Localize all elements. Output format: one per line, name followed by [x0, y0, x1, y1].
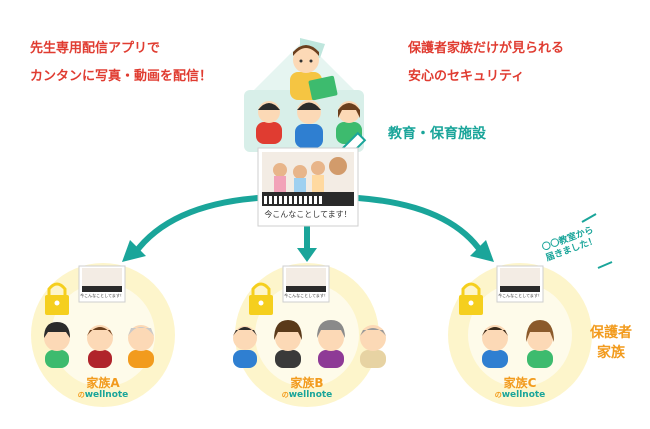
family-b-brand: のwellnote [262, 390, 352, 400]
lock-icon-c [459, 282, 483, 315]
lock-icon-b [249, 282, 273, 315]
arrowhead-right [470, 240, 494, 262]
arrowhead-left [122, 240, 146, 262]
family-c-post-card [496, 265, 544, 303]
headline-left-line1: 先生専用配信アプリで [30, 41, 161, 56]
headline-left-line2: カンタンに写真・動画を配信！ [30, 69, 213, 84]
guardian-label-line2: 家族 [597, 345, 625, 361]
headline-right-line1: 保護者家族だけが見られる [408, 41, 565, 56]
child-blue [295, 100, 323, 148]
family-c-name: 家族C [503, 376, 537, 390]
family-a-post-caption: 今こんなことしてます！ [80, 293, 124, 298]
family-c-brand: のwellnote [475, 390, 565, 400]
family-c-post-caption: 今こんなことしてます！ [498, 293, 542, 298]
family-a-brand-name: wellnote [84, 390, 129, 400]
guardian-label-line1: 保護者 [590, 325, 632, 341]
teacher-illustration [290, 45, 338, 101]
guardian-label: 保護者 家族 [586, 323, 636, 363]
family-b-name: 家族B [290, 376, 324, 390]
lock-icon-a [45, 282, 69, 315]
family-a-name: 家族A [86, 376, 120, 390]
family-b-post-card [282, 265, 330, 303]
facility-label: 教育・保育施設 [388, 126, 486, 142]
post-caption: 今こんなことしてます！ [264, 210, 352, 219]
family-a-brand-prefix: の [77, 391, 85, 399]
family-b-members [233, 320, 386, 368]
family-a-brand: のwellnote [58, 390, 148, 400]
arrow-icon-left [132, 195, 261, 256]
family-b-post-caption: 今こんなことしてます！ [284, 293, 328, 298]
family-a-post-card [78, 265, 126, 303]
headline-right-line2: 安心のセキュリティ [408, 69, 525, 84]
note-accent-lines [581, 213, 613, 269]
post-card [257, 147, 359, 227]
family-a-members [44, 322, 154, 368]
child-red [256, 101, 282, 144]
arrow-icon-right [355, 195, 485, 256]
family-b-brand-name: wellnote [288, 390, 333, 400]
family-c-brand-name: wellnote [501, 390, 546, 400]
arrowhead-center [297, 248, 317, 262]
family-c-brand-prefix: の [494, 391, 502, 399]
family-c-members [482, 320, 554, 368]
family-b-brand-prefix: の [281, 391, 289, 399]
